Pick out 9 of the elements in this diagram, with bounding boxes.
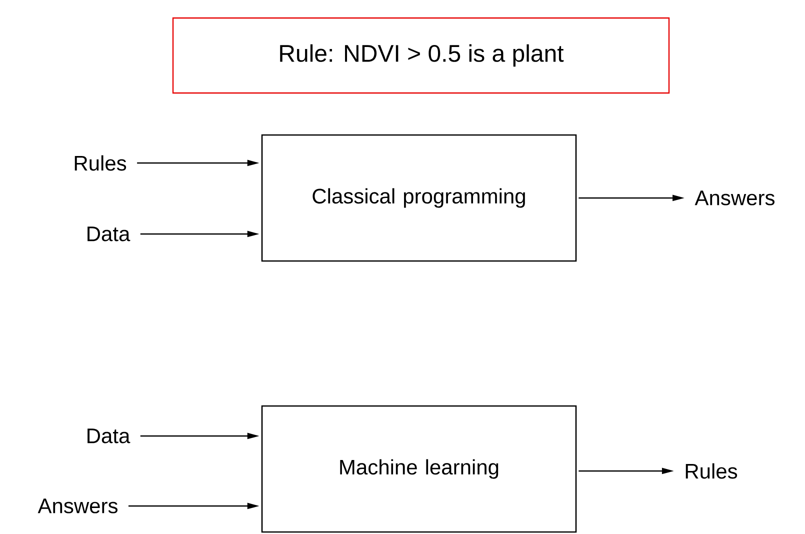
process-box: Machine learning (261, 405, 577, 533)
input-label: Answers (38, 498, 118, 514)
input-label: Rules (74, 155, 126, 171)
process-box: Classical programming (261, 134, 577, 262)
output-label: Rules (686, 463, 738, 479)
input-label: Data (88, 428, 130, 444)
output-label: Answers (694, 190, 774, 206)
note-box: Rule: NDVI > 0.5 is a plant (172, 17, 670, 94)
input-label: Data (88, 226, 130, 242)
